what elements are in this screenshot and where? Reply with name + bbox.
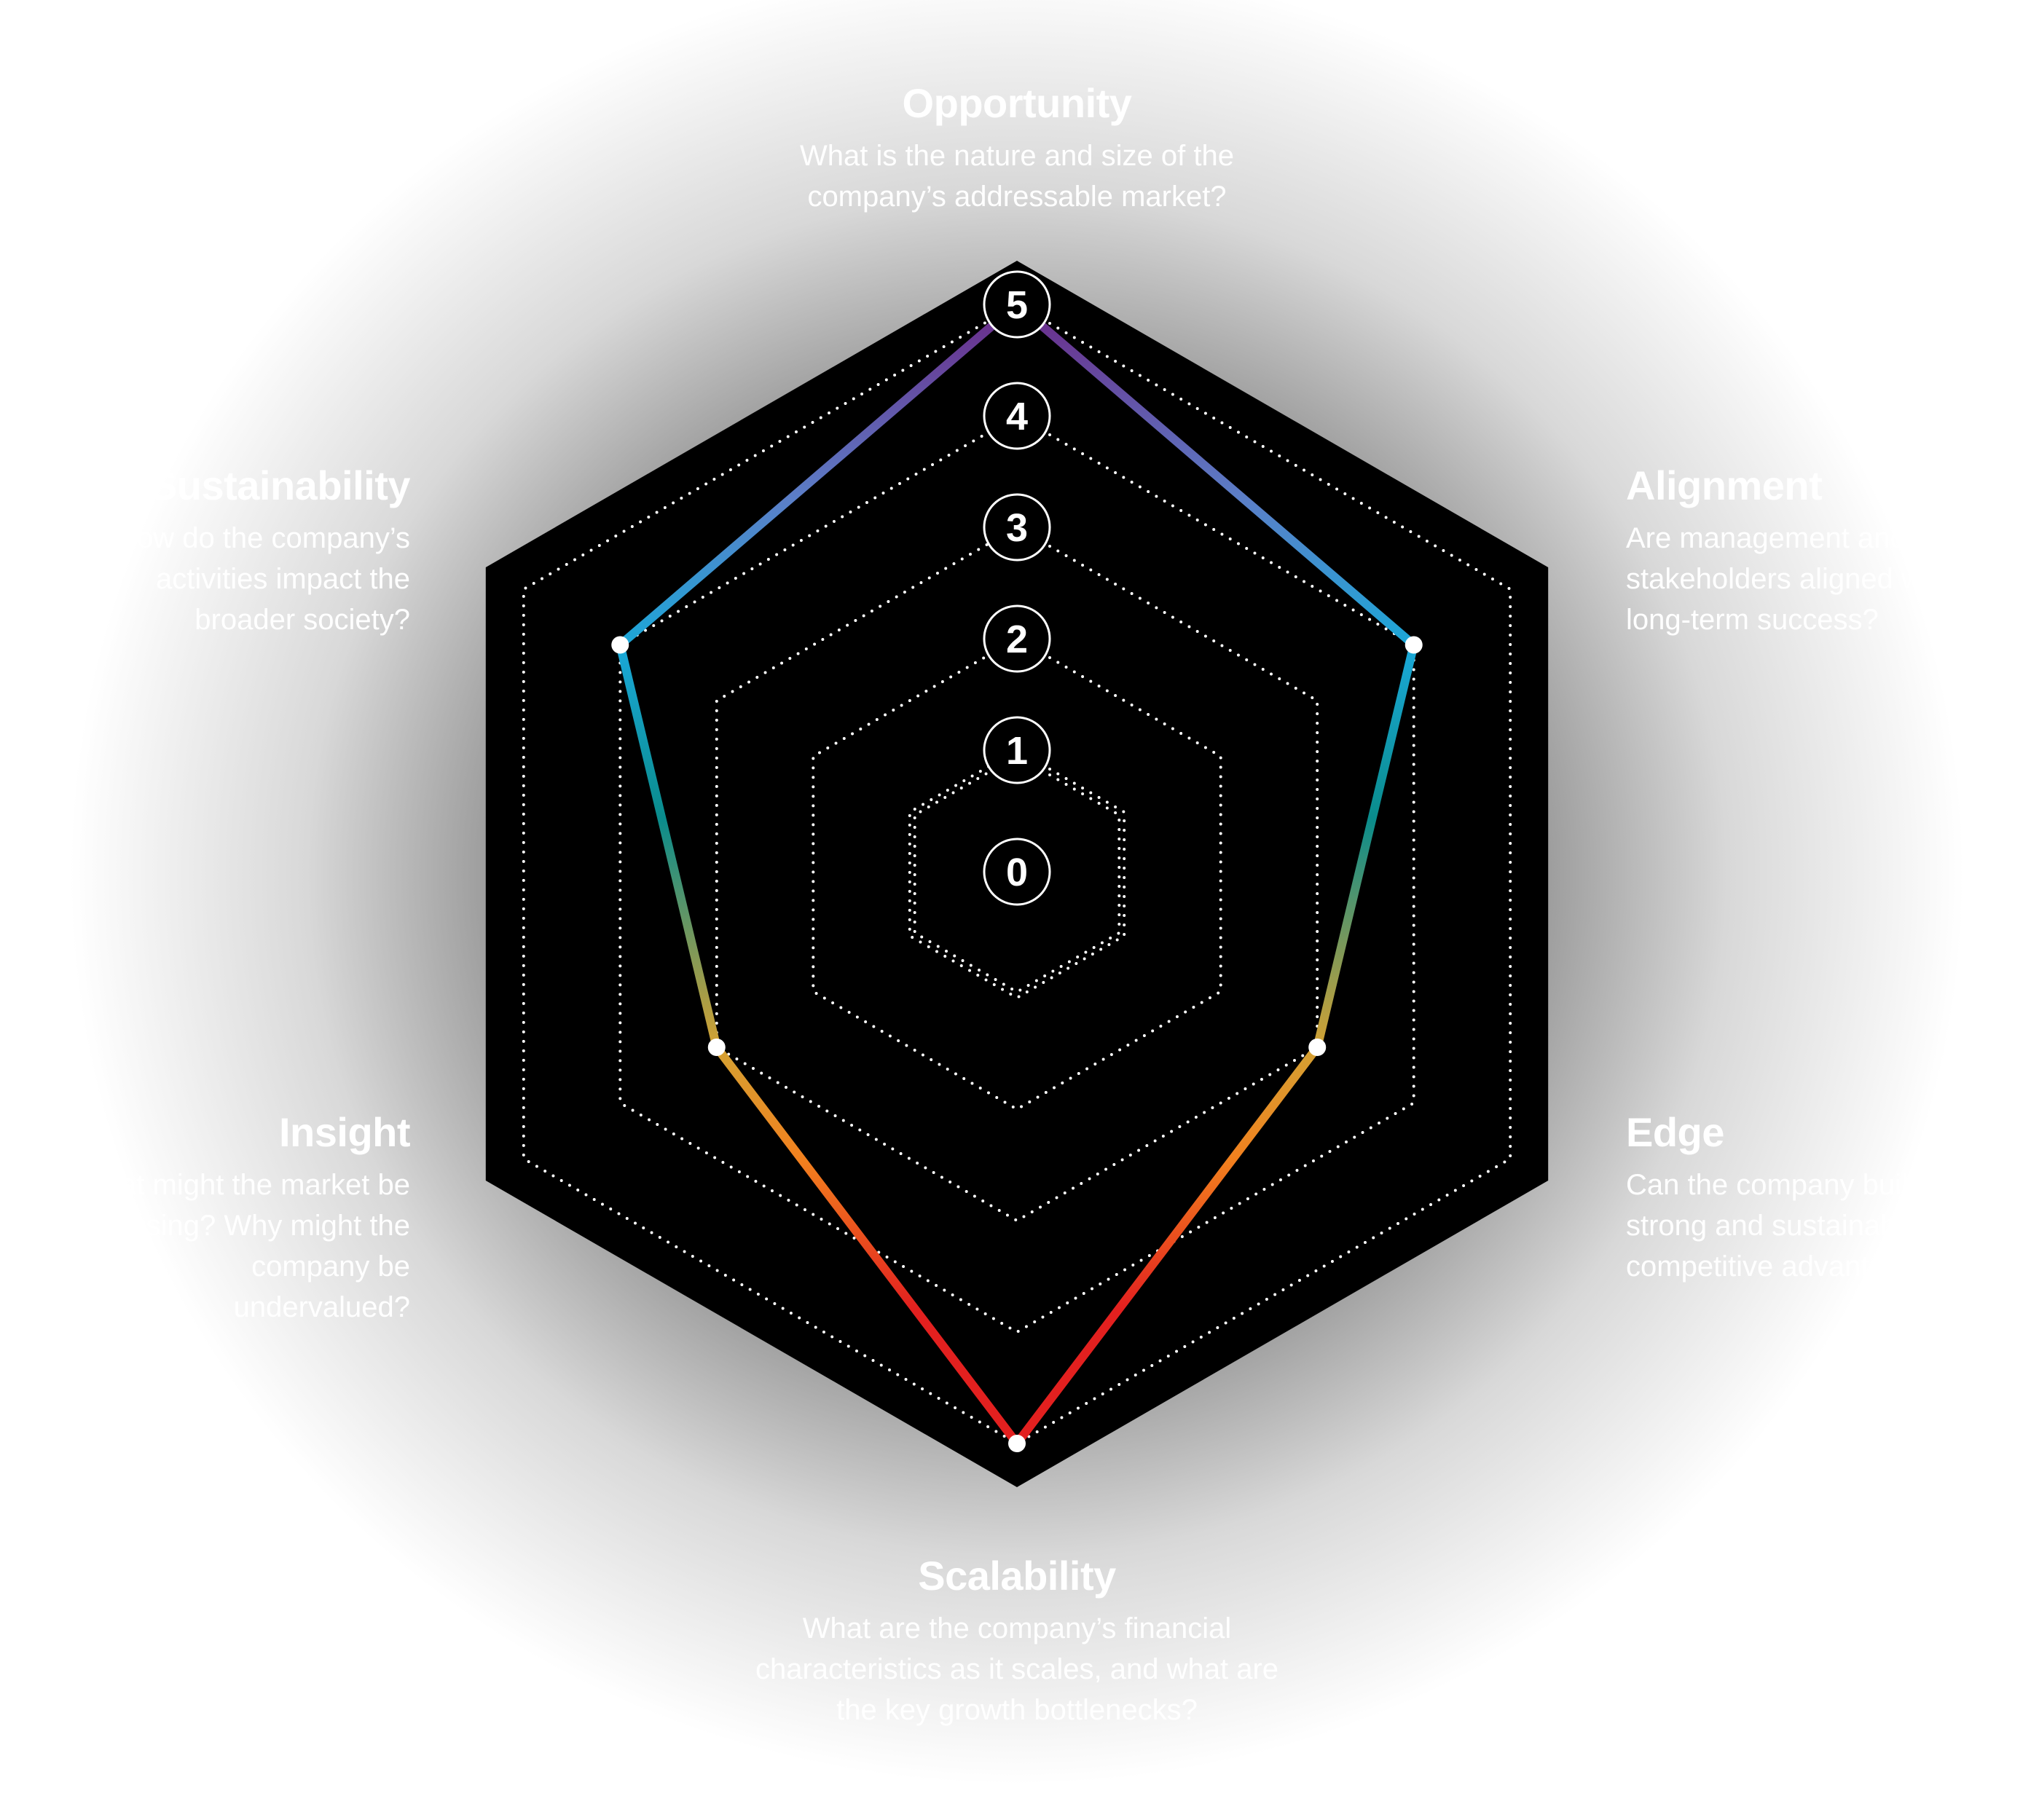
data-point-edge (1308, 1039, 1327, 1056)
data-point-scalability (1008, 1435, 1026, 1452)
axis-label-alignment: Alignment Are management and other stake… (1626, 462, 2005, 640)
axis-description: What are the company’s financial charact… (755, 1612, 1279, 1726)
grid-ring-1 (908, 748, 1126, 1000)
tick-label-3: 3 (983, 493, 1051, 562)
tick-label-circle (983, 838, 1051, 906)
tick-label-text: 0 (1006, 851, 1028, 894)
tick-label-circle (983, 716, 1051, 784)
tick-label-circle (983, 604, 1051, 673)
axis-description: How do the company’s activities impact t… (116, 522, 410, 636)
axis-title: Sustainability (149, 462, 411, 508)
axis-title: Alignment (1626, 462, 1823, 508)
data-point-insight (707, 1039, 726, 1056)
tick-label-text: 1 (1006, 729, 1028, 773)
axis-label-scalability: Scalability What are the company’s finan… (740, 1553, 1294, 1730)
axis-label-edge: Edge Can the company build a strong and … (1626, 1109, 2019, 1287)
axis-label-insight: Insight What might the market be missing… (31, 1109, 410, 1328)
tick-label-5: 5 (983, 270, 1051, 339)
tick-label-0: 0 (983, 838, 1051, 906)
grid-ring-3 (715, 525, 1319, 1223)
axis-title: Insight (278, 1109, 411, 1155)
tick-label-4: 4 (983, 382, 1051, 450)
grid-ring-5 (522, 302, 1512, 1446)
tick-label-circle (983, 270, 1051, 339)
tick-label-text: 5 (1006, 283, 1028, 327)
data-point-sustainability (611, 636, 629, 654)
tick-label-2: 2 (983, 604, 1051, 673)
axis-description: Are management and other stakeholders al… (1626, 522, 1981, 636)
tick-label-text: 4 (1006, 395, 1028, 438)
axis-title: Edge (1626, 1109, 1724, 1155)
axis-label-sustainability: Sustainability How do the company’s acti… (31, 462, 410, 640)
tick-label-1: 1 (983, 716, 1051, 784)
axis-title: Opportunity (902, 80, 1132, 126)
tick-label-circle (983, 382, 1051, 450)
axis-title: Scalability (918, 1553, 1116, 1599)
tick-label-text: 3 (1006, 506, 1028, 550)
tick-label-text: 2 (1006, 618, 1028, 661)
tick-label-circle (983, 493, 1051, 562)
data-point-alignment (1405, 636, 1423, 654)
axis-label-opportunity: Opportunity What is the nature and size … (740, 80, 1294, 217)
axis-description: What is the nature and size of the compa… (800, 140, 1234, 213)
axis-description: What might the market be missing? Why mi… (76, 1169, 410, 1323)
axis-description: Can the company build a strong and susta… (1626, 1169, 1949, 1283)
